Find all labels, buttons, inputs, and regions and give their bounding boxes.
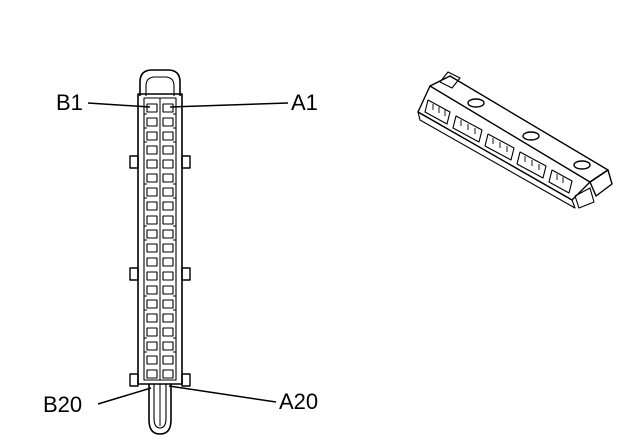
connector-top-cap [139, 69, 181, 96]
connector-bottom-loop [148, 384, 172, 435]
leader-lines [87, 102, 289, 405]
leader-b20 [97, 387, 152, 405]
label-a1: A1 [291, 90, 318, 115]
leader-a20 [168, 385, 277, 403]
leader-a1 [169, 102, 289, 108]
label-a20: A20 [279, 389, 319, 414]
label-b1: B1 [56, 90, 83, 115]
pin-cavities [146, 103, 174, 379]
leader-b1 [87, 102, 151, 108]
label-b20: B20 [43, 392, 83, 417]
side-latches [129, 155, 191, 387]
